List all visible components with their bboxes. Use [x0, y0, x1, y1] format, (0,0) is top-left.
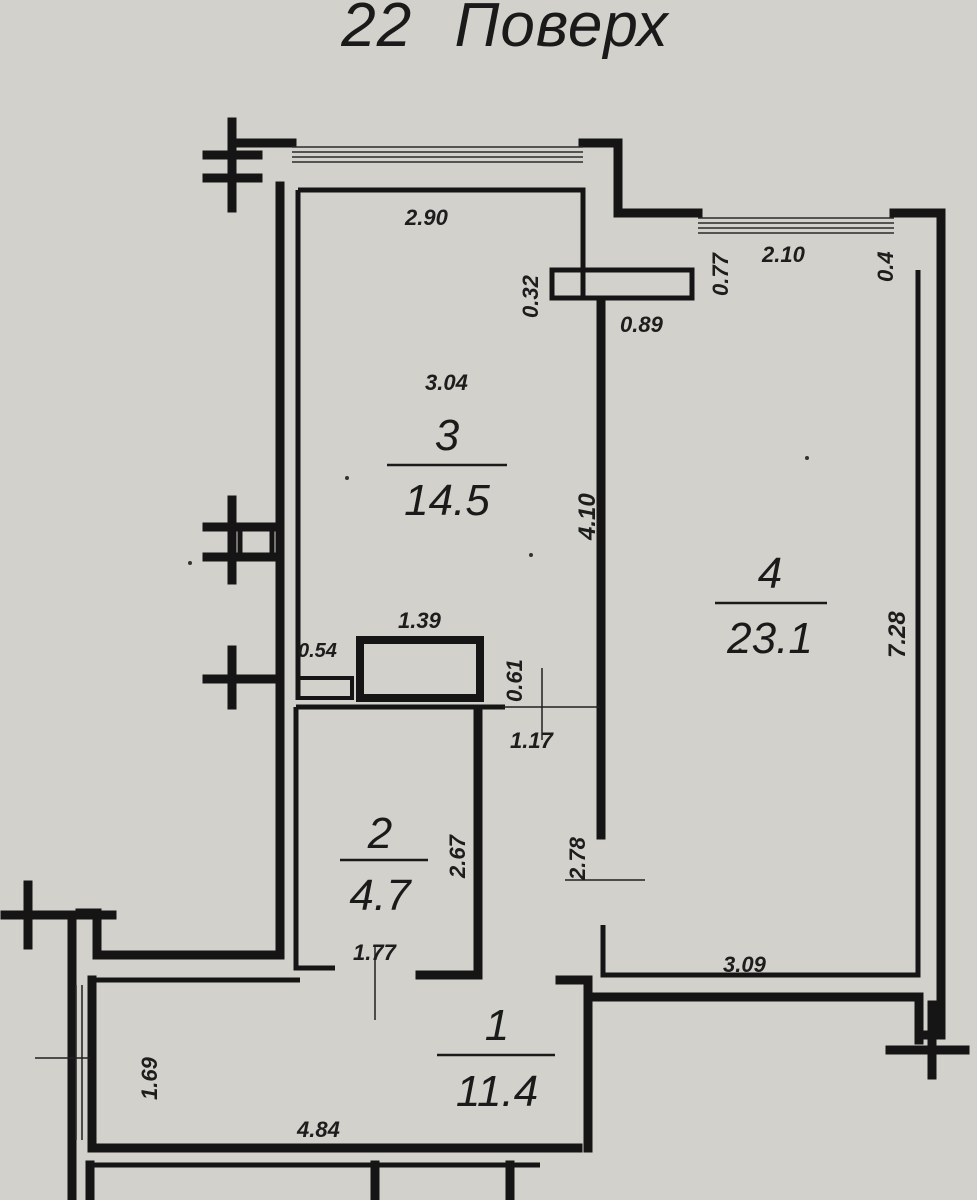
- dim-r4-right-stub: 0.4: [873, 251, 898, 282]
- room-4-number: 4: [758, 549, 782, 598]
- room-1-area: 11.4: [456, 1067, 538, 1116]
- room-1-label: 1 11.4: [437, 1001, 555, 1116]
- break-marks: [0, 117, 970, 1080]
- room-1-number: 1: [485, 1001, 509, 1050]
- dim-r2-height: 2.67: [445, 833, 470, 879]
- dim-r4-height: 7.28: [884, 611, 911, 658]
- dim-r3-ledge: 0.32: [518, 274, 543, 318]
- dim-r1-height: 1.69: [137, 1056, 162, 1100]
- dimension-labels: 2.90 0.32 0.89 0.77 2.10 0.4 3.04 4.10 7…: [137, 205, 911, 1142]
- dim-r4-left-stub: 0.77: [708, 251, 733, 296]
- room-2-area: 4.7: [349, 871, 412, 920]
- dim-wardrobe-depth: 0.61: [502, 659, 527, 702]
- dim-r3-inner: 3.04: [425, 370, 468, 395]
- room-2-label: 2 4.7: [340, 809, 428, 920]
- floor-title: 22 Поверх: [341, 0, 669, 60]
- dim-r4-balcony-width: 2.10: [761, 242, 806, 267]
- dim-corridor-width: 1.17: [510, 728, 555, 753]
- dim-small-niche: 0.54: [298, 640, 337, 662]
- walls: [67, 138, 946, 1200]
- dim-corridor-length: 2.78: [565, 836, 590, 881]
- room-3-number: 3: [435, 411, 460, 460]
- room-4-label: 4 23.1: [715, 549, 827, 663]
- dim-r1-width: 4.84: [296, 1117, 340, 1142]
- dim-r4-niche: 0.89: [620, 312, 664, 337]
- dim-wardrobe-width: 1.39: [398, 608, 442, 633]
- room-2-number: 2: [367, 809, 392, 858]
- room-4-area: 23.1: [726, 614, 813, 663]
- room-3-area: 14.5: [404, 476, 490, 525]
- room-3-label: 3 14.5: [387, 411, 507, 525]
- dim-r3-height: 4.10: [574, 493, 601, 541]
- dimension-lines: [35, 668, 645, 1059]
- dim-r3-top-width: 2.90: [404, 205, 449, 230]
- dim-r4-bottom-width: 3.09: [723, 952, 767, 977]
- dim-r2-width: 1.77: [353, 940, 398, 965]
- windows: [75, 146, 894, 1140]
- paper-specks: [188, 456, 809, 652]
